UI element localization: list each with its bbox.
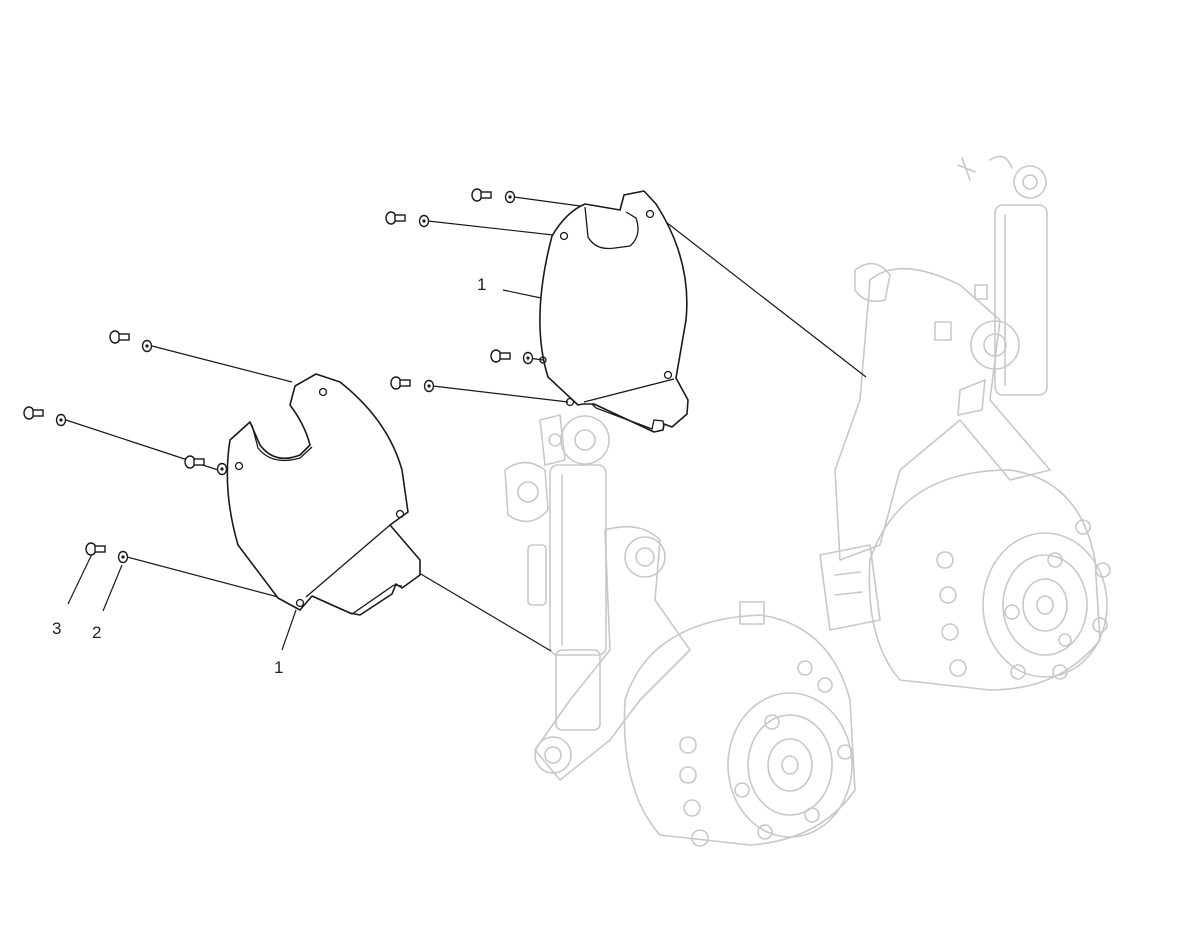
bolt-icon bbox=[109, 330, 130, 344]
callout-bolt: 3 bbox=[52, 619, 61, 638]
washer-icon bbox=[418, 214, 430, 228]
washer-icon bbox=[55, 413, 67, 427]
callout-upper-shield: 1 bbox=[477, 275, 486, 294]
washer-icon bbox=[522, 351, 534, 365]
bolt-icon bbox=[85, 542, 106, 556]
upper-shield-plate bbox=[539, 190, 689, 433]
leader-lines bbox=[65, 196, 867, 652]
bolt-icon bbox=[385, 211, 406, 225]
bolt-icon bbox=[184, 455, 205, 469]
washer-icon bbox=[117, 550, 129, 564]
lower-shield-hardware bbox=[23, 330, 228, 564]
washer-icon bbox=[504, 190, 516, 204]
washer-icon bbox=[423, 379, 435, 393]
bolt-icon bbox=[23, 406, 44, 420]
washer-icon bbox=[216, 462, 228, 476]
callout-washer: 2 bbox=[92, 623, 101, 642]
bolt-icon bbox=[390, 376, 411, 390]
front-suspension-assembly-ghost bbox=[504, 414, 856, 847]
bolt-icon bbox=[490, 349, 511, 363]
rear-suspension-assembly-ghost bbox=[819, 155, 1111, 691]
lower-shield-plate bbox=[226, 373, 421, 616]
upper-shield-hardware bbox=[385, 188, 534, 393]
washer-icon bbox=[141, 339, 153, 353]
bolt-icon bbox=[471, 188, 492, 202]
callout-lower-shield: 1 bbox=[274, 658, 283, 677]
